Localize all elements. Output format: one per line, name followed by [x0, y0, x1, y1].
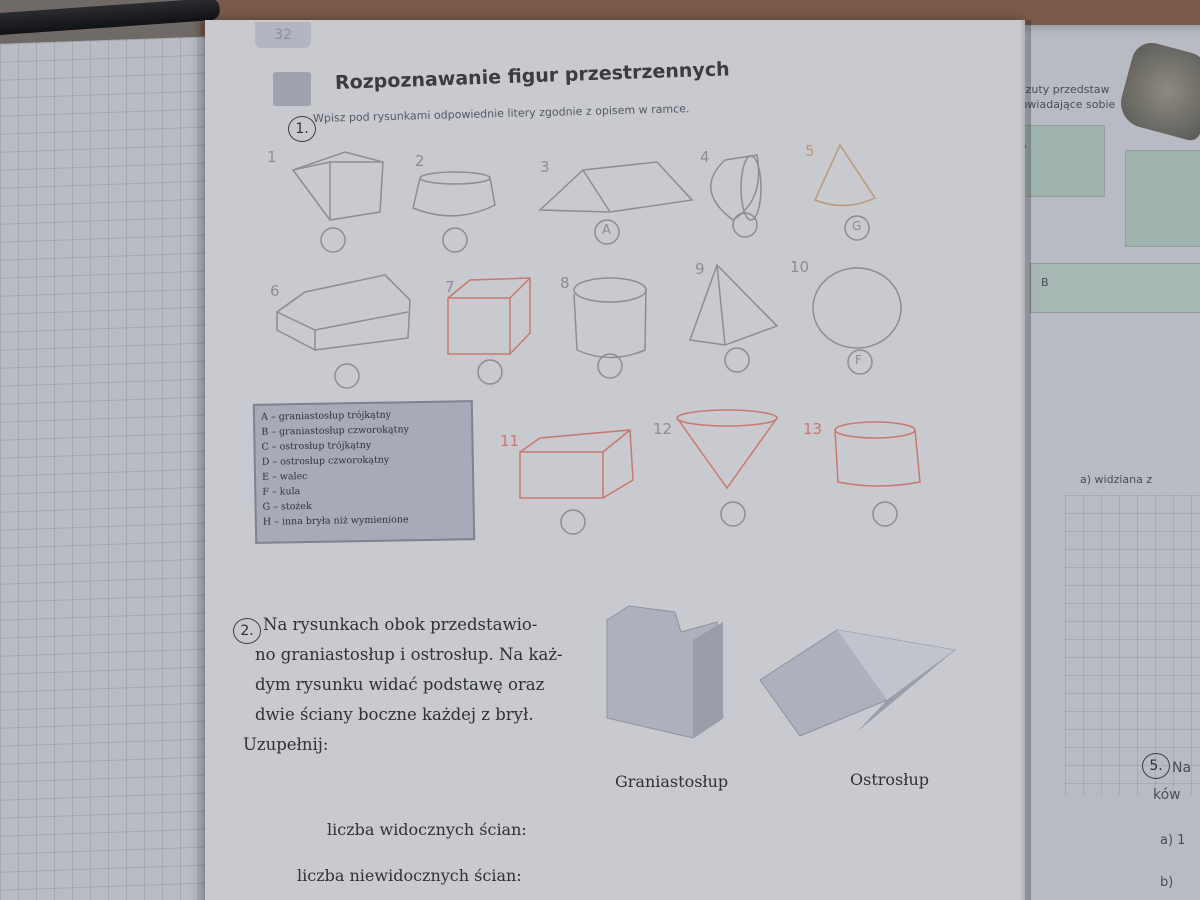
item-b-2: b): [1160, 875, 1174, 890]
figure-label: 3: [540, 158, 550, 176]
figure-label: 11: [500, 432, 520, 450]
page-number: 32: [255, 22, 311, 48]
exercise5-text: Na: [1172, 760, 1192, 776]
figure-11-cuboid: [519, 429, 634, 499]
figure-5-cone: [813, 143, 877, 207]
exercise5-number: 5.: [1142, 753, 1170, 779]
exercise2-line: Na rysunkach obok przedstawio-: [263, 615, 538, 634]
workbook-page: 32 Rozpoznawanie figur przestrzennych 1.…: [205, 20, 1031, 900]
visible-faces-label: liczba widocznych ścian:: [327, 820, 527, 839]
item-a-2: a) 1: [1160, 833, 1186, 848]
figure-13-cylinder: [834, 421, 921, 487]
figure-label: 2: [415, 152, 425, 170]
pyramid-column-label: Ostrosłup: [850, 770, 929, 789]
figure-label: 1: [267, 148, 277, 166]
answer-circles: [320, 212, 898, 535]
figure-answer: F: [855, 353, 862, 367]
figure-6-house: [276, 274, 411, 351]
exercise3-text-2: odpowiadające sobie: [1000, 98, 1116, 111]
figure-label: 6: [270, 282, 280, 300]
exercise1-number: 1.: [288, 116, 316, 142]
figure-label: 5: [805, 142, 815, 160]
figure-label: 9: [695, 260, 705, 278]
figure-label: 8: [560, 274, 570, 292]
figure-7-cube: [447, 277, 531, 355]
section-icon: [273, 72, 311, 106]
ex2-prism: [606, 605, 724, 739]
pen: [0, 0, 221, 37]
figure-label: 13: [803, 420, 823, 438]
figure-label: 4: [700, 148, 710, 166]
figure-9-pyramid: [688, 263, 779, 346]
exercise5-text-2: ków: [1153, 787, 1181, 803]
exercise2-line: Uzupełnij:: [243, 735, 329, 754]
figure-3-tent-prism: [538, 161, 694, 213]
figure-10-sphere: [812, 267, 902, 349]
exercise2-number: 2.: [233, 618, 261, 644]
figure-answer: A: [602, 223, 611, 238]
projection-box-c: [1125, 150, 1200, 247]
exercise2-line: dwie ściany boczne każdej z brył.: [255, 705, 534, 724]
left-notebook-page: [0, 36, 215, 900]
prism-column-label: Graniastosłup: [615, 772, 729, 791]
figure-8-cylinder: [573, 277, 647, 359]
figure-12-inverted-cone: [676, 409, 778, 490]
right-book-page: 3. Rzuty przedstaw odpowiadające sobie A…: [988, 25, 1200, 900]
figure-1-prism: [291, 151, 384, 221]
exercise3-text: Rzuty przedstaw: [1018, 83, 1110, 96]
solids-drawing: [276, 143, 957, 739]
figure-2-frustum: [412, 171, 496, 217]
exercise2-line: no graniastosłup i ostrosłup. Na każ-: [255, 645, 563, 664]
figure-4-sphere-cut: [710, 154, 762, 221]
figure-label: 12: [653, 420, 673, 438]
projection-box-b: B: [1030, 263, 1200, 313]
ex2-pyramid: [759, 629, 957, 737]
hidden-faces-label: liczba niewidocznych ścian:: [297, 866, 522, 885]
right-grid: [1065, 495, 1200, 795]
box-b-label: B: [1041, 276, 1049, 289]
figure-answer: G: [852, 219, 862, 233]
item-a: a) widziana z: [1080, 473, 1153, 486]
figure-label: 10: [790, 258, 810, 276]
exercise2-text: Na rysunkach obok przedstawio- no grania…: [243, 610, 585, 760]
figure-label: 7: [445, 278, 455, 296]
exercise2-line: dym rysunku widać podstawę oraz: [255, 675, 545, 694]
